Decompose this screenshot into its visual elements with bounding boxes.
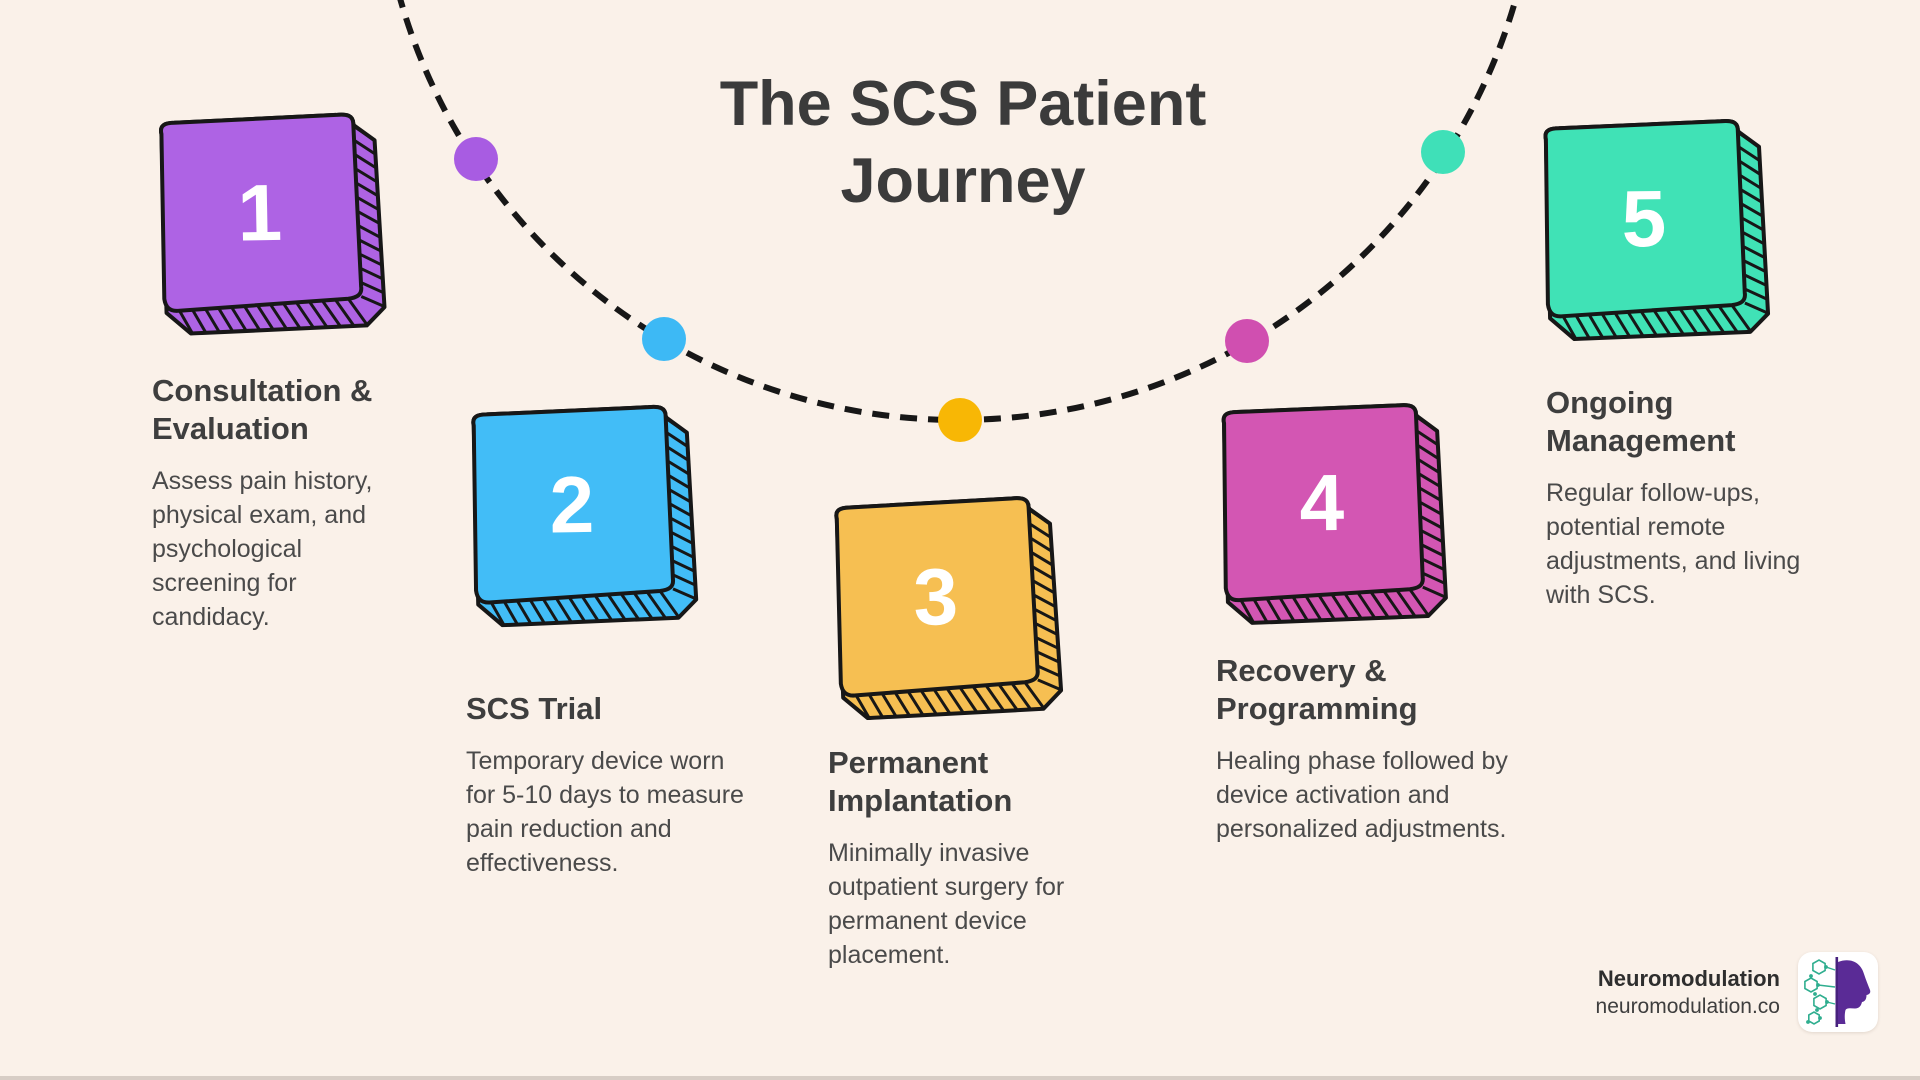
logo-molecule-icon [1804,959,1836,1025]
journey-dot-3 [938,398,982,442]
step-3-body: Minimally invasive outpatient surgery fo… [828,838,1065,969]
logo-head-profile-icon [1838,960,1871,1024]
step-3-card-svg: 3 [834,496,1064,721]
step-1-number: 1 [237,168,283,258]
step-2-body: Temporary device worn for 5-10 days to m… [466,746,744,877]
brand-name: Neuromodulation [1597,965,1780,991]
step-4-card-svg: 4 [1221,403,1448,625]
brand-text: Neuromodulation neuromodulation.co [1595,965,1780,1018]
step-4-heading: Recovery & Programming [1216,653,1418,726]
brand-logo-icon [1798,952,1878,1032]
journey-dot-4 [1225,319,1269,363]
step-5-heading: Ongoing Management [1546,385,1736,458]
step-5-card-svg: 5 [1543,118,1771,342]
step-4-body: Healing phase followed by device activat… [1216,746,1508,843]
journey-dot-2 [642,317,686,361]
step-3-card: 3 [823,493,1080,721]
step-1-heading: Consultation & Evaluation [152,373,373,446]
logo-stem-line [1835,957,1839,1027]
step-5-card: 5 [1533,116,1788,342]
step-2-card: 2 [460,402,715,628]
infographic-title: The SCS Patient Journey [719,69,1207,216]
step-2-heading: SCS Trial [466,691,603,726]
step-3-number: 3 [912,552,959,642]
brand-url: neuromodulation.co [1595,994,1780,1018]
step-1-card: 1 [148,110,404,336]
step-2-number: 2 [549,460,595,550]
step-1-card-svg: 1 [159,112,387,336]
step-3-heading: Permanent Implantation [828,745,1013,818]
step-2-card-svg: 2 [471,404,699,628]
step-5-number: 5 [1621,174,1667,264]
journey-dot-1 [454,137,498,181]
brand-block: Neuromodulation neuromodulation.co [1596,952,1878,1032]
journey-dot-5 [1421,130,1465,174]
step-5-body: Regular follow-ups, potential remote adj… [1546,478,1801,609]
step-4-number: 4 [1299,458,1345,547]
step-1-body: Assess pain history, physical exam, and … [152,466,373,631]
step-4-card: 4 [1211,401,1465,626]
bottom-edge-strip [0,1076,1920,1080]
